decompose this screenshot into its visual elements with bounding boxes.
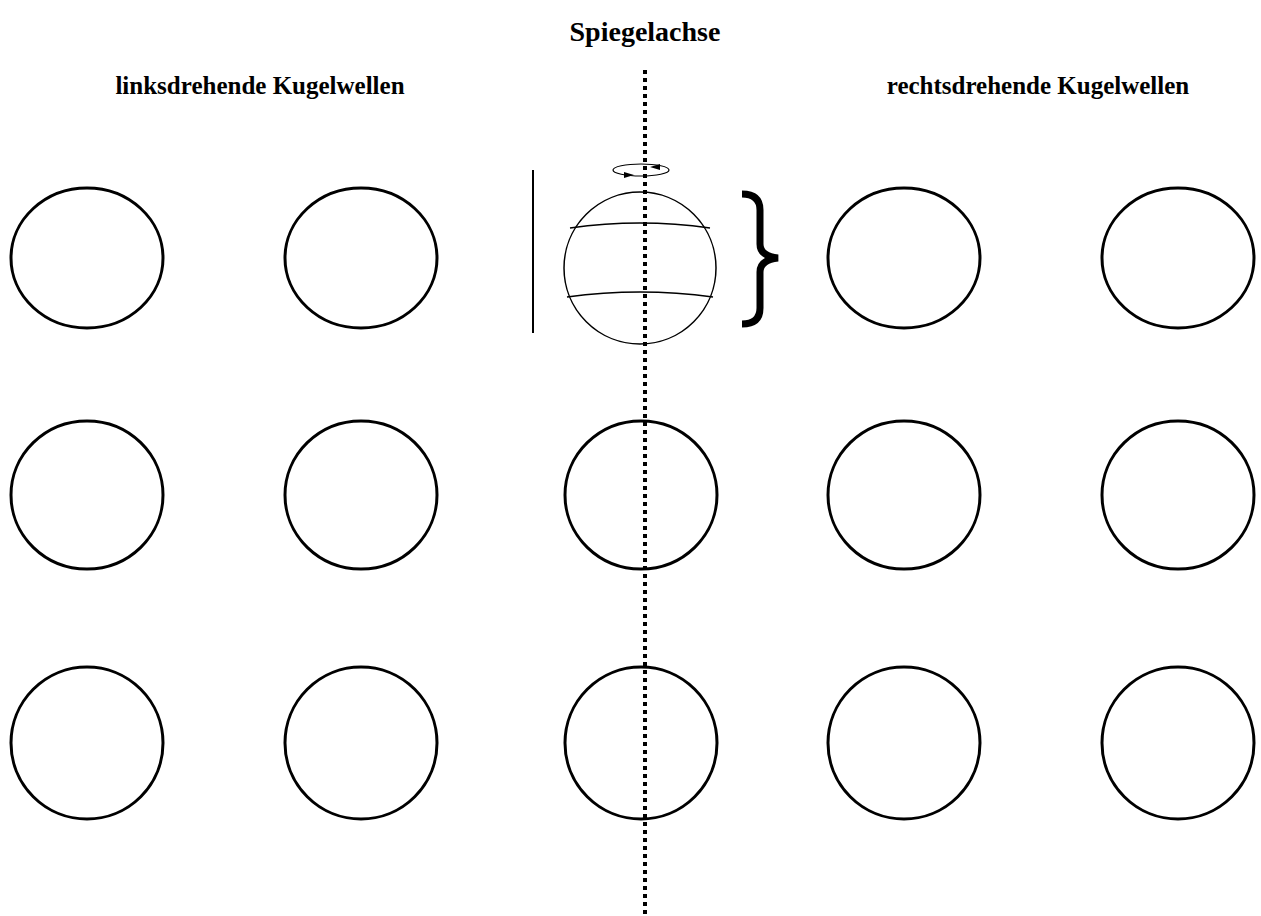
axis-label: Spiegelachse (570, 17, 721, 48)
group-label: rechtsdrehende Kugelwellen (887, 72, 1190, 100)
group-label: linksdrehende Kugelwellen (115, 72, 404, 100)
brace (742, 194, 778, 324)
wave-circles (11, 188, 1254, 819)
bar-line (532, 170, 534, 333)
globe (564, 164, 716, 344)
mirror-axis (643, 70, 647, 916)
